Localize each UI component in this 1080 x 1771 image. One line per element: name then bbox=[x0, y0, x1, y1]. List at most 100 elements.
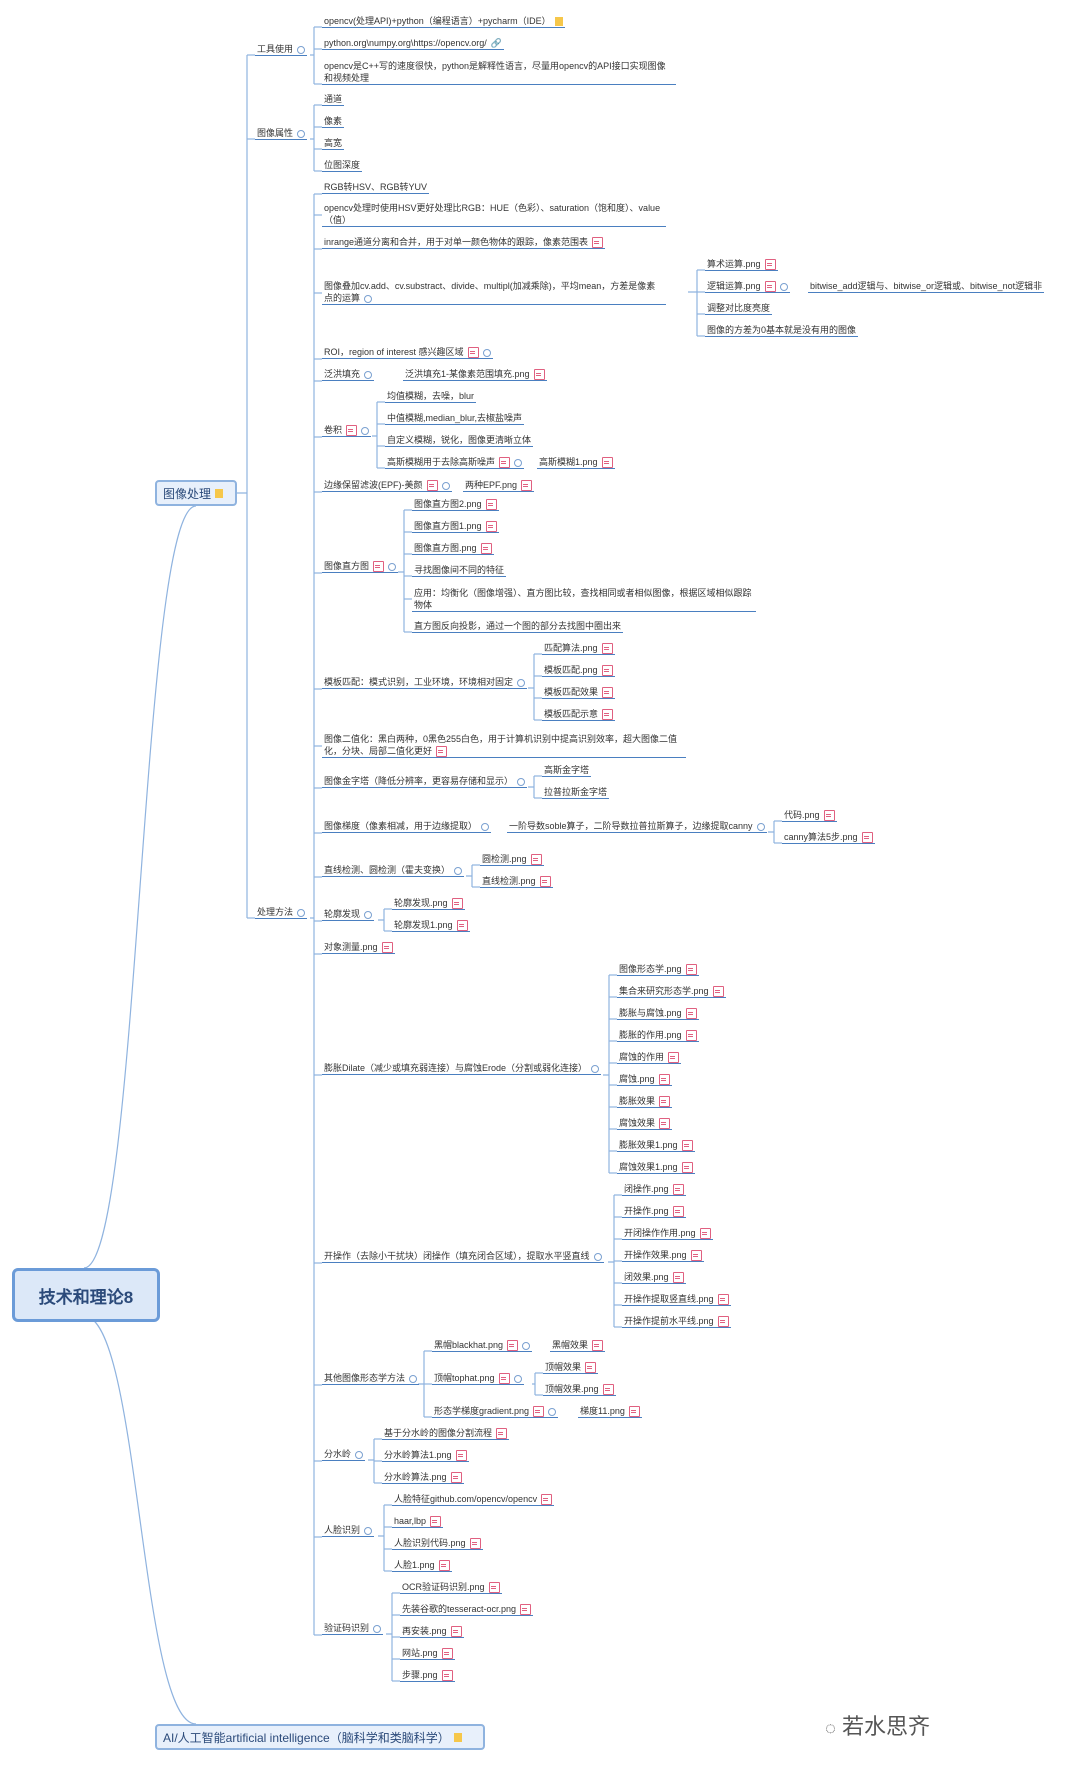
attachment-icon[interactable] bbox=[681, 1162, 693, 1174]
collapse-toggle-icon[interactable] bbox=[779, 282, 788, 291]
topic-node[interactable]: 膨胀Dilate（减少或填充弱连接）与腐蚀Erode（分割或弱化连接） bbox=[322, 1062, 602, 1075]
attachment-icon[interactable] bbox=[507, 1340, 519, 1352]
topic-node[interactable]: 模板匹配示意 bbox=[542, 708, 616, 722]
topic-node[interactable]: 图像直方图2.png bbox=[412, 498, 499, 512]
attachment-icon[interactable] bbox=[685, 964, 697, 976]
attachment-icon[interactable] bbox=[681, 1140, 693, 1152]
topic-node[interactable]: inrange通道分离和合并，用于对单一颜色物体的跟踪，像素范围表 bbox=[322, 236, 606, 250]
attachment-icon[interactable] bbox=[602, 1384, 614, 1396]
collapse-toggle-icon[interactable] bbox=[297, 45, 306, 54]
topic-node[interactable]: 直线检测.png bbox=[480, 875, 553, 889]
topic-node[interactable]: 图像直方图 bbox=[322, 560, 399, 574]
main-node-ai[interactable]: AI/人工智能artificial intelligence（脑科学和类脑科学） bbox=[155, 1724, 485, 1750]
attachment-icon[interactable] bbox=[601, 457, 613, 469]
topic-node[interactable]: 位图深度 bbox=[322, 159, 363, 172]
topic-node[interactable]: 图像直方图1.png bbox=[412, 520, 499, 534]
topic-node[interactable]: 人脸识别 bbox=[322, 1524, 375, 1537]
attachment-icon[interactable] bbox=[659, 1118, 671, 1130]
attachment-icon[interactable] bbox=[450, 1472, 462, 1484]
topic-node[interactable]: 图像金字塔（降低分辨率，更容易存储和显示） bbox=[322, 775, 528, 788]
topic-node[interactable]: 拉普拉斯金字塔 bbox=[542, 786, 610, 799]
topic-node[interactable]: 代码.png bbox=[782, 809, 837, 823]
collapse-toggle-icon[interactable] bbox=[364, 294, 373, 303]
topic-node[interactable]: 高斯模糊1.png bbox=[537, 456, 615, 470]
attachment-icon[interactable] bbox=[690, 1250, 702, 1262]
attachment-icon[interactable] bbox=[430, 1516, 442, 1528]
topic-node[interactable]: 黑帽blackhat.png bbox=[432, 1339, 533, 1353]
topic-node[interactable]: ROI，region of interest 感兴趣区域 bbox=[322, 346, 493, 360]
attachment-icon[interactable] bbox=[685, 1030, 697, 1042]
topic-node[interactable]: 像素 bbox=[322, 115, 345, 128]
collapse-toggle-icon[interactable] bbox=[517, 777, 526, 786]
attachment-icon[interactable] bbox=[659, 1096, 671, 1108]
topic-node[interactable]: 直方图反向投影，通过一个图的部分去找图中圈出来 bbox=[412, 620, 624, 633]
topic-node[interactable]: opencv是C++写的速度很快，python是解释性语言，尽量用opencv的… bbox=[322, 60, 676, 85]
attachment-icon[interactable] bbox=[585, 1362, 597, 1374]
attachment-icon[interactable] bbox=[485, 521, 497, 533]
topic-node[interactable]: 模板匹配：模式识别，工业环境，环境相对固定 bbox=[322, 676, 528, 689]
collapse-toggle-icon[interactable] bbox=[513, 1374, 522, 1383]
topic-node[interactable]: 膨胀效果 bbox=[617, 1095, 673, 1109]
collapse-toggle-icon[interactable] bbox=[297, 908, 306, 917]
collapse-toggle-icon[interactable] bbox=[514, 458, 523, 467]
link-icon[interactable]: 🔗 bbox=[490, 38, 502, 48]
attachment-icon[interactable] bbox=[485, 499, 497, 511]
attachment-icon[interactable] bbox=[381, 942, 393, 954]
topic-node[interactable]: 腐蚀的作用 bbox=[617, 1051, 682, 1065]
attachment-icon[interactable] bbox=[455, 1450, 467, 1462]
topic-node[interactable]: 网站.png bbox=[400, 1647, 455, 1661]
attachment-icon[interactable] bbox=[451, 898, 463, 910]
topic-node[interactable]: 闭操作.png bbox=[622, 1183, 686, 1197]
attachment-icon[interactable] bbox=[467, 347, 479, 359]
topic-node[interactable]: 模板匹配.png bbox=[542, 664, 615, 678]
topic-node[interactable]: 对象测量.png bbox=[322, 941, 395, 955]
collapse-toggle-icon[interactable] bbox=[593, 1252, 602, 1261]
topic-node[interactable]: 泛洪填充1-某像素范围填充.png bbox=[403, 368, 547, 382]
topic-node[interactable]: 人脸1.png bbox=[392, 1559, 452, 1573]
collapse-toggle-icon[interactable] bbox=[297, 129, 306, 138]
topic-node[interactable]: opencv(处理API)+python（编程语言）+pycharm（IDE） bbox=[322, 15, 565, 28]
attachment-icon[interactable] bbox=[469, 1538, 481, 1550]
topic-node[interactable]: 步骤.png bbox=[400, 1669, 455, 1683]
topic-node[interactable]: 人脸识别代码.png bbox=[392, 1537, 483, 1551]
topic-node[interactable]: 图像叠加cv.add、cv.substract、divide、multipl(加… bbox=[322, 280, 666, 305]
topic-node[interactable]: 直线检测、圆检测（霍夫变换） bbox=[322, 864, 465, 877]
topic-node[interactable]: 轮廓发现 bbox=[322, 908, 375, 921]
topic-node[interactable]: 其他图像形态学方法 bbox=[322, 1372, 420, 1385]
attachment-icon[interactable] bbox=[672, 1206, 684, 1218]
collapse-toggle-icon[interactable] bbox=[756, 822, 765, 831]
attachment-icon[interactable] bbox=[602, 709, 614, 721]
collapse-toggle-icon[interactable] bbox=[361, 426, 370, 435]
attachment-icon[interactable] bbox=[373, 561, 385, 573]
topic-node[interactable]: 图像形态学.png bbox=[617, 963, 699, 977]
topic-node[interactable]: 再安装.png bbox=[400, 1625, 464, 1639]
collapse-toggle-icon[interactable] bbox=[591, 1064, 600, 1073]
attachment-icon[interactable] bbox=[717, 1316, 729, 1328]
attachment-icon[interactable] bbox=[498, 1373, 510, 1385]
collapse-toggle-icon[interactable] bbox=[355, 1450, 364, 1459]
topic-node[interactable]: opencv处理时使用HSV更好处理比RGB：HUE（色彩）、saturatio… bbox=[322, 202, 666, 227]
attachment-icon[interactable] bbox=[488, 1582, 500, 1594]
topic-node[interactable]: 腐蚀.png bbox=[617, 1073, 672, 1087]
topic-node[interactable]: 腐蚀效果 bbox=[617, 1117, 673, 1131]
attachment-icon[interactable] bbox=[658, 1074, 670, 1086]
topic-node[interactable]: 形态学梯度gradient.png bbox=[432, 1405, 559, 1419]
topic-node[interactable]: 圆检测.png bbox=[480, 853, 544, 867]
attachment-icon[interactable] bbox=[530, 854, 542, 866]
topic-node[interactable]: 黑帽效果 bbox=[550, 1339, 606, 1353]
topic-node[interactable]: 边缘保留滤波(EPF)-美颜 bbox=[322, 479, 452, 493]
collapse-toggle-icon[interactable] bbox=[548, 1407, 557, 1416]
attachment-icon[interactable] bbox=[672, 1184, 684, 1196]
attachment-icon[interactable] bbox=[521, 480, 533, 492]
attachment-icon[interactable] bbox=[456, 920, 468, 932]
attachment-icon[interactable] bbox=[699, 1228, 711, 1240]
topic-node[interactable]: 寻找图像间不同的特征 bbox=[412, 564, 507, 577]
topic-node[interactable]: 高斯金字塔 bbox=[542, 764, 592, 777]
note-icon[interactable] bbox=[554, 17, 563, 27]
topic-node[interactable]: 开操作.png bbox=[622, 1205, 686, 1219]
topic-node[interactable]: 算术运算.png bbox=[705, 258, 778, 272]
attachment-icon[interactable] bbox=[628, 1406, 640, 1418]
topic-node[interactable]: haar,lbp bbox=[392, 1515, 444, 1529]
topic-node[interactable]: 卷积 bbox=[322, 424, 372, 438]
collapse-toggle-icon[interactable] bbox=[364, 910, 373, 919]
